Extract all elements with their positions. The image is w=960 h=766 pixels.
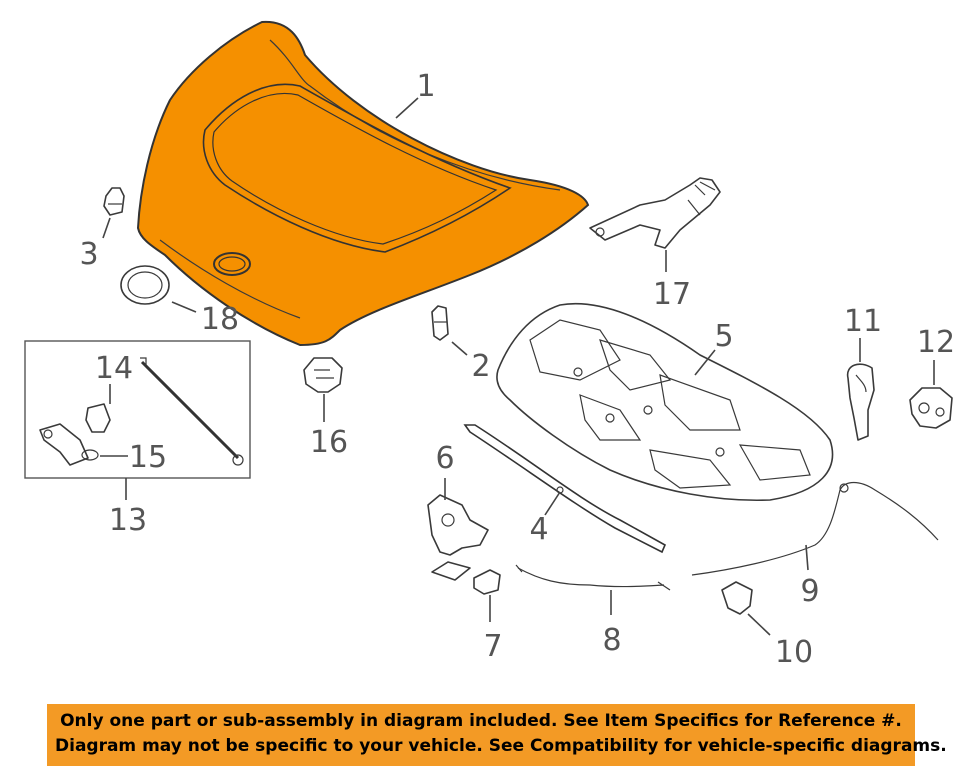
callout-9: 9 [800, 574, 819, 609]
leader-5 [694, 349, 716, 376]
disclaimer-line-2: Diagram may not be specific to your vehi… [55, 736, 947, 756]
leader-9 [805, 544, 809, 571]
emblem-ring-part [120, 265, 170, 305]
disclaimer-line-1: Only one part or sub-assembly in diagram… [60, 711, 902, 731]
leader-18 [171, 301, 197, 313]
callout-8: 8 [602, 623, 621, 658]
release-cable-front-part [515, 564, 671, 591]
leader-1 [395, 97, 419, 119]
callout-labels: 1 2 3 4 5 6 7 8 9 10 11 12 13 14 15 16 1… [79, 69, 955, 670]
callout-13: 13 [109, 503, 147, 538]
callout-15: 15 [129, 440, 167, 475]
leader-2 [451, 341, 468, 356]
callout-4: 4 [529, 512, 548, 547]
disclaimer-banner: Only one part or sub-assembly in diagram… [47, 704, 947, 766]
callout-14: 14 [95, 351, 133, 386]
callout-10: 10 [775, 635, 813, 670]
leader-10 [747, 613, 771, 636]
release-cable-rear-part [691, 481, 939, 576]
leader-4 [544, 491, 561, 516]
cable-clip-part [721, 581, 753, 615]
hood-hinge-part [589, 177, 721, 249]
callout-11: 11 [844, 304, 882, 339]
release-handle-part [846, 363, 875, 441]
hood-part [136, 20, 590, 347]
callout-16: 16 [310, 425, 348, 460]
lock-assembly-part [909, 387, 953, 429]
hood-bumper-part [103, 187, 125, 216]
support-rod-kit-group [24, 340, 251, 479]
striker-part [303, 357, 343, 393]
side-bumper-part [431, 305, 449, 341]
callout-3: 3 [79, 237, 98, 272]
leader-lines [100, 97, 935, 636]
callout-18: 18 [201, 302, 239, 337]
callout-7: 7 [483, 629, 502, 664]
hood-insulator-part [496, 302, 834, 502]
callout-17: 17 [653, 277, 691, 312]
leader-3 [102, 217, 111, 239]
callout-6: 6 [435, 441, 454, 476]
callout-2: 2 [471, 349, 490, 384]
hood-latch-part [427, 494, 489, 581]
callout-5: 5 [714, 319, 733, 354]
callout-12: 12 [917, 325, 955, 360]
latch-bracket-part [473, 569, 501, 595]
callout-1: 1 [416, 69, 435, 104]
